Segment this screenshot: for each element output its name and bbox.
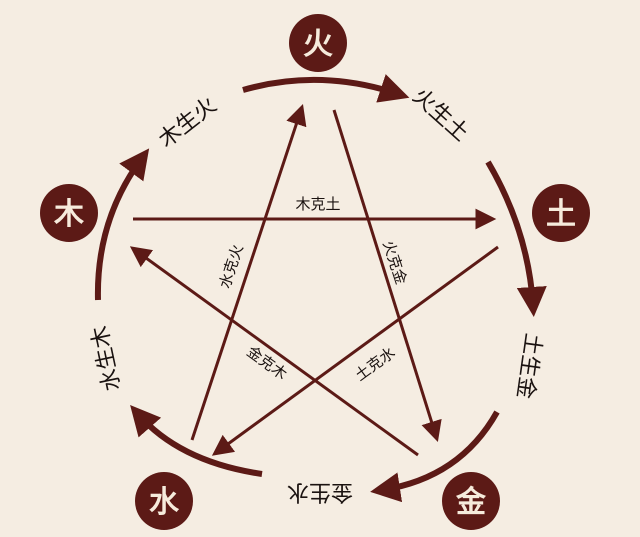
arrow-metal-controls-wood <box>129 246 419 457</box>
arrow-earth-controls-water <box>211 245 499 456</box>
arc-earth-metal-metal-water <box>370 410 500 503</box>
label-earth-generates-metal: 土生金 <box>511 331 545 400</box>
label-water-controls-fire: 水克火 <box>216 242 247 290</box>
arc-water-wood-wood-fire <box>94 148 150 301</box>
element-metal: 金 <box>442 472 500 530</box>
element-metal-label: 金 <box>455 485 487 520</box>
element-earth: 土 <box>532 184 590 242</box>
label-wood-controls-earth: 木克土 <box>295 195 340 213</box>
label-metal-controls-wood: 金克木 <box>243 342 290 383</box>
label-fire-generates-earth: 火生土 <box>407 84 473 147</box>
arrow-water-controls-fire <box>190 104 307 441</box>
arrow-fire-controls-metal <box>332 109 442 443</box>
element-wood: 木 <box>40 184 98 242</box>
label-fire-controls-metal: 火克金 <box>379 238 410 286</box>
label-metal-generates-water: 金生水 <box>287 479 353 504</box>
element-water-label: 水 <box>149 485 180 520</box>
arc-fire-earth-earth-metal <box>485 160 547 317</box>
arc-wood-fire-fire-earth <box>242 74 410 103</box>
element-water: 水 <box>135 472 193 530</box>
label-water-generates-wood: 水生木 <box>88 323 126 393</box>
element-wood-label: 木 <box>53 197 84 232</box>
element-earth-label: 土 <box>546 197 576 232</box>
element-fire: 火 <box>289 14 347 72</box>
element-fire-label: 火 <box>303 27 333 62</box>
label-wood-generates-fire: 木生火 <box>154 93 221 153</box>
arc-metal-water-water-wood <box>130 404 263 477</box>
